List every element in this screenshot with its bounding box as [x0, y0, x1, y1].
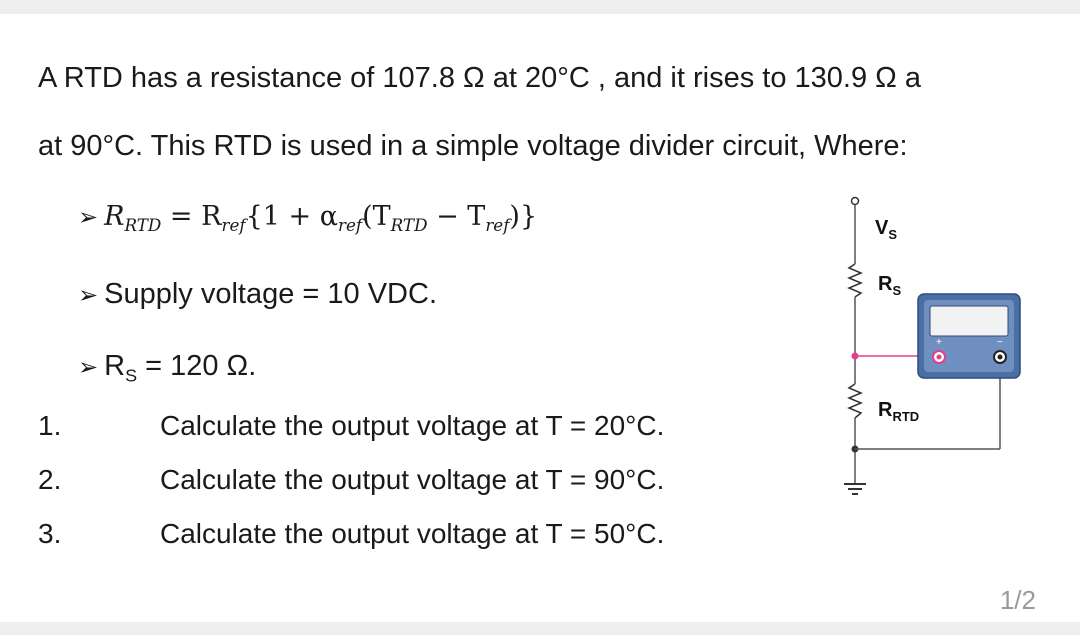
- rtd-resistor: [847, 383, 863, 419]
- arrow-bullet-icon: ➢: [78, 353, 99, 381]
- rs-bullet: ➢RS = 120 Ω.: [78, 350, 256, 386]
- arrow-bullet-icon: ➢: [78, 281, 99, 309]
- formula-bullet: ➢RRTD = Rref{1 + αref(TRTD − Tref)}: [78, 200, 537, 235]
- svg-text:+: +: [936, 337, 942, 348]
- page-indicator: 1/2: [999, 585, 1036, 615]
- formula: RRTD = Rref{1 + αref(TRTD − Tref)}: [104, 201, 538, 235]
- problem-line-2: at 90°C. This RTD is used in a simple vo…: [38, 130, 908, 162]
- voltmeter-icon: + −: [917, 293, 1021, 379]
- vs-label: VS: [875, 217, 897, 242]
- ground-icon: [844, 483, 866, 495]
- circuit-diagram: VS RS RRTD + −: [844, 196, 1021, 495]
- arrow-bullet-icon: ➢: [78, 203, 99, 231]
- rrtd-label: RRTD: [878, 399, 919, 424]
- rs-subscript: S: [125, 365, 138, 386]
- rs-label: R: [104, 350, 126, 382]
- question-text: Calculate the output voltage at T = 90°C…: [160, 464, 665, 495]
- svg-text:−: −: [997, 337, 1003, 348]
- problem-line-1: A RTD has a resistance of 107.8 Ω at 20°…: [38, 62, 921, 94]
- question-number: 2.: [38, 464, 62, 495]
- rs-diagram-label: RS: [878, 273, 901, 298]
- question-number: 1.: [38, 410, 62, 441]
- supply-terminal: [850, 196, 860, 206]
- question-number: 3.: [38, 518, 62, 549]
- question-text: Calculate the output voltage at T = 20°C…: [160, 410, 665, 441]
- slide: A RTD has a resistance of 107.8 Ω at 20°…: [0, 14, 1080, 622]
- rs-value: = 120 Ω.: [137, 350, 257, 382]
- question-text: Calculate the output voltage at T = 50°C…: [160, 518, 665, 549]
- rs-resistor: [847, 263, 863, 298]
- supply-bullet: ➢Supply voltage = 10 VDC.: [78, 278, 437, 311]
- supply-voltage-text: Supply voltage = 10 VDC.: [104, 278, 438, 310]
